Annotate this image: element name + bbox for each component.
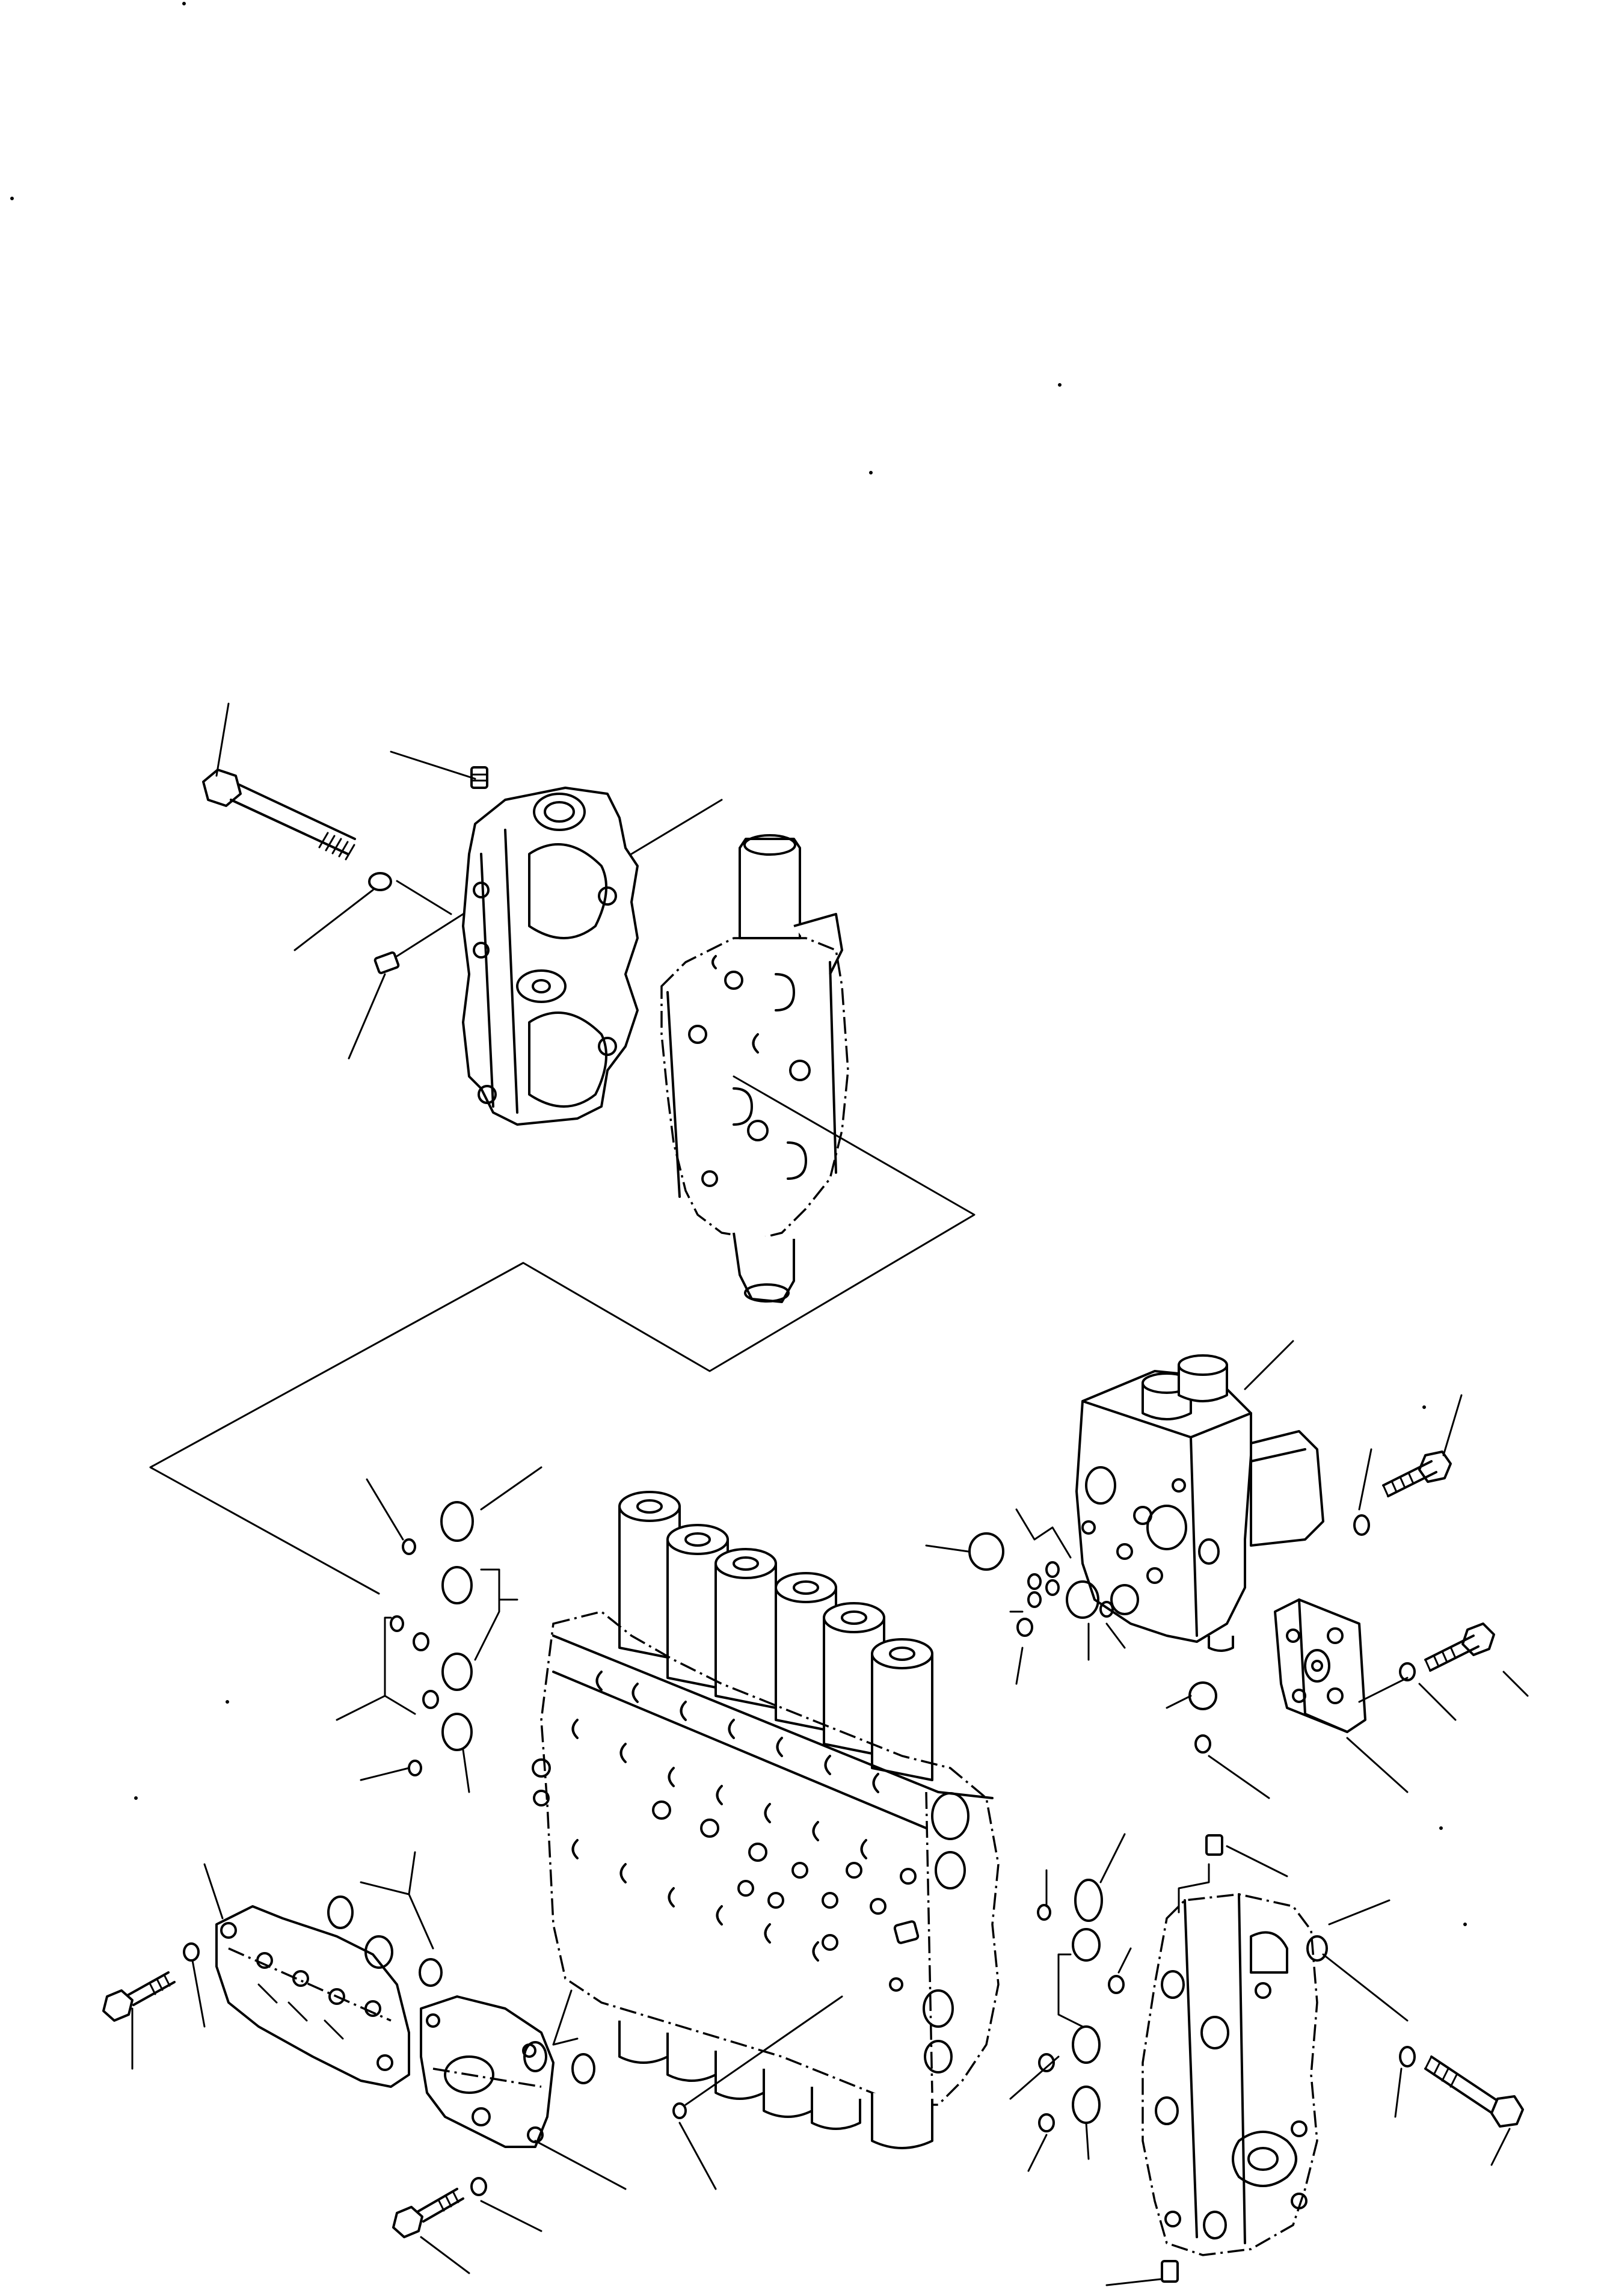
leader-lines-left <box>336 1466 542 1793</box>
right-bolt-top <box>1382 1450 1452 1497</box>
lower-right-valve-section <box>1142 1834 1328 2283</box>
lower-right-o-rings <box>1037 1879 1125 2132</box>
lower-left-bolts <box>102 1942 487 2238</box>
lower-right-bolt <box>1399 2046 1524 2128</box>
washer-right-top <box>1353 1514 1370 1536</box>
plug-upper-left <box>373 951 400 974</box>
washer-upper <box>368 872 392 891</box>
upper-valve-body <box>660 834 849 1303</box>
long-bolt-upper <box>202 769 356 861</box>
valve-section-body <box>462 787 639 1126</box>
plug-lower-right-bottom <box>1161 2260 1179 2283</box>
right-o-rings <box>968 1532 1217 1754</box>
lower-left-end-cover <box>215 1905 410 2088</box>
leader-lines-right <box>925 1340 1529 1799</box>
lower-left-o-rings <box>327 1895 687 2119</box>
left-o-rings <box>390 1501 474 1776</box>
block-plug <box>893 1920 920 1944</box>
spool-caps <box>618 1491 933 1781</box>
lower-left-small-cover <box>420 1995 555 2148</box>
upper-valve-section <box>202 766 639 1126</box>
scan-specks <box>10 2 1467 1926</box>
main-control-valve-block <box>532 1491 1000 2149</box>
block-ports <box>532 1671 970 2073</box>
leader-lines-lower-right <box>1009 1833 1511 2286</box>
block-bottom-ends <box>618 2021 933 2149</box>
right-relief-valve-assembly <box>1075 1354 1324 1652</box>
leader-lines-lower-left <box>131 1851 843 2274</box>
plug-lower-right-top <box>1205 1834 1223 1856</box>
right-cover-plate <box>1274 1598 1366 1733</box>
leader-lines-upper <box>149 702 976 1595</box>
washer-right-mid <box>1399 1662 1416 1681</box>
right-bolt-mid <box>1424 1622 1495 1672</box>
